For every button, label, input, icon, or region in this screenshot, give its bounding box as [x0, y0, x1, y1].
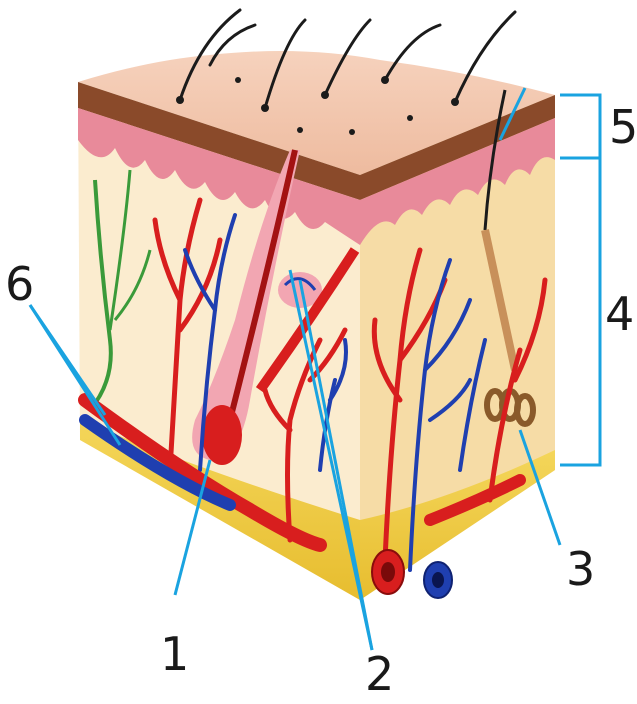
label-5: 5 [609, 100, 637, 154]
label-4: 4 [605, 287, 634, 341]
label-1: 1 [160, 627, 189, 681]
label-3: 3 [566, 542, 595, 596]
label-2: 2 [365, 647, 394, 701]
front-right-face [360, 90, 555, 600]
label-6: 6 [5, 257, 34, 311]
